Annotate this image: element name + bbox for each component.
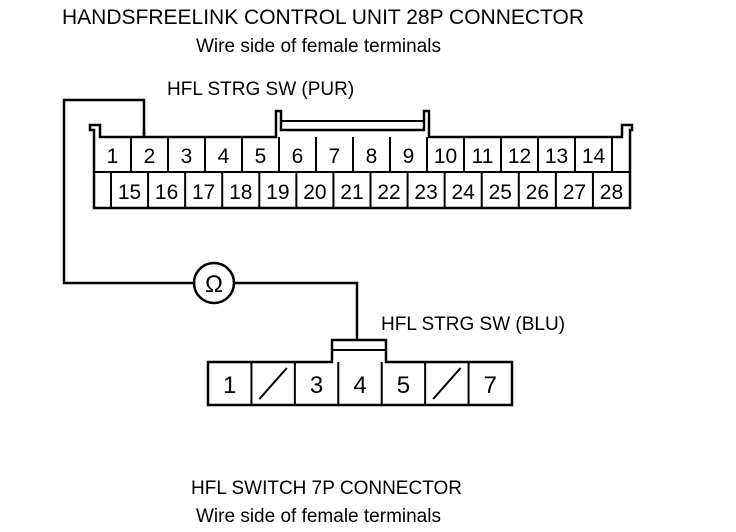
- top-pin-label: 17: [192, 181, 215, 204]
- top-pin-label: 16: [155, 181, 178, 204]
- top-pin-label: 11: [472, 145, 494, 168]
- top-connector-title: HANDSFREELINK CONTROL UNIT 28P CONNECTOR: [62, 6, 584, 29]
- top-pin-label: 27: [563, 181, 586, 204]
- top-pin-label: 8: [366, 145, 378, 168]
- top-pin-label: 13: [545, 145, 568, 168]
- top-connector-outline: [88, 109, 634, 210]
- bottom-connector-title: HFL SWITCH 7P CONNECTOR: [191, 478, 462, 499]
- top-pin-label: 5: [255, 145, 267, 168]
- bottom-pin-label: 1: [223, 372, 236, 399]
- top-pin-label: 23: [414, 181, 437, 204]
- probe-wire-right: [234, 281, 359, 340]
- top-pin-label: 10: [434, 145, 457, 168]
- top-pin-label: 21: [340, 181, 363, 204]
- bottom-pin-label: 4: [353, 372, 366, 399]
- top-pin-label: 19: [266, 181, 289, 204]
- top-connector-subtitle: Wire side of female terminals: [196, 36, 441, 57]
- top-pin-label: 28: [600, 181, 623, 204]
- top-pin-label: 24: [451, 181, 475, 204]
- top-pin-label: 4: [218, 145, 230, 168]
- bottom-pin-label: 5: [397, 372, 410, 399]
- top-pin-label: 3: [181, 145, 193, 168]
- bottom-connector-outline: [206, 338, 514, 407]
- bottom-connector-subtitle: Wire side of female terminals: [196, 506, 441, 527]
- bottom-wire-label: HFL STRG SW (BLU): [381, 314, 565, 335]
- probe-wire-left: [62, 98, 194, 285]
- top-pin-label: 15: [118, 181, 141, 204]
- top-pin-label: 2: [144, 145, 156, 168]
- top-pin-label: 26: [526, 181, 549, 204]
- ohmmeter-symbol: Ω: [205, 271, 223, 298]
- top-pin-label: 20: [303, 181, 326, 204]
- top-pin-label: 7: [329, 145, 341, 168]
- bottom-connector-grid: 1 3 4 5 7: [223, 362, 497, 405]
- unused-terminal-slash: [432, 367, 462, 400]
- top-pin-label: 22: [377, 181, 400, 204]
- top-pin-label: 18: [229, 181, 252, 204]
- top-wire-label: HFL STRG SW (PUR): [167, 79, 354, 100]
- top-pin-label: 9: [403, 145, 415, 168]
- top-pin-label: 1: [107, 145, 119, 168]
- top-pin-label: 12: [508, 145, 531, 168]
- unused-terminal-slash: [258, 367, 288, 400]
- bottom-pin-label: 7: [484, 372, 497, 399]
- top-pin-label: 6: [292, 145, 304, 168]
- top-pin-label: 25: [489, 181, 512, 204]
- bottom-pin-label: 3: [310, 372, 323, 399]
- top-pin-label: 14: [582, 145, 606, 168]
